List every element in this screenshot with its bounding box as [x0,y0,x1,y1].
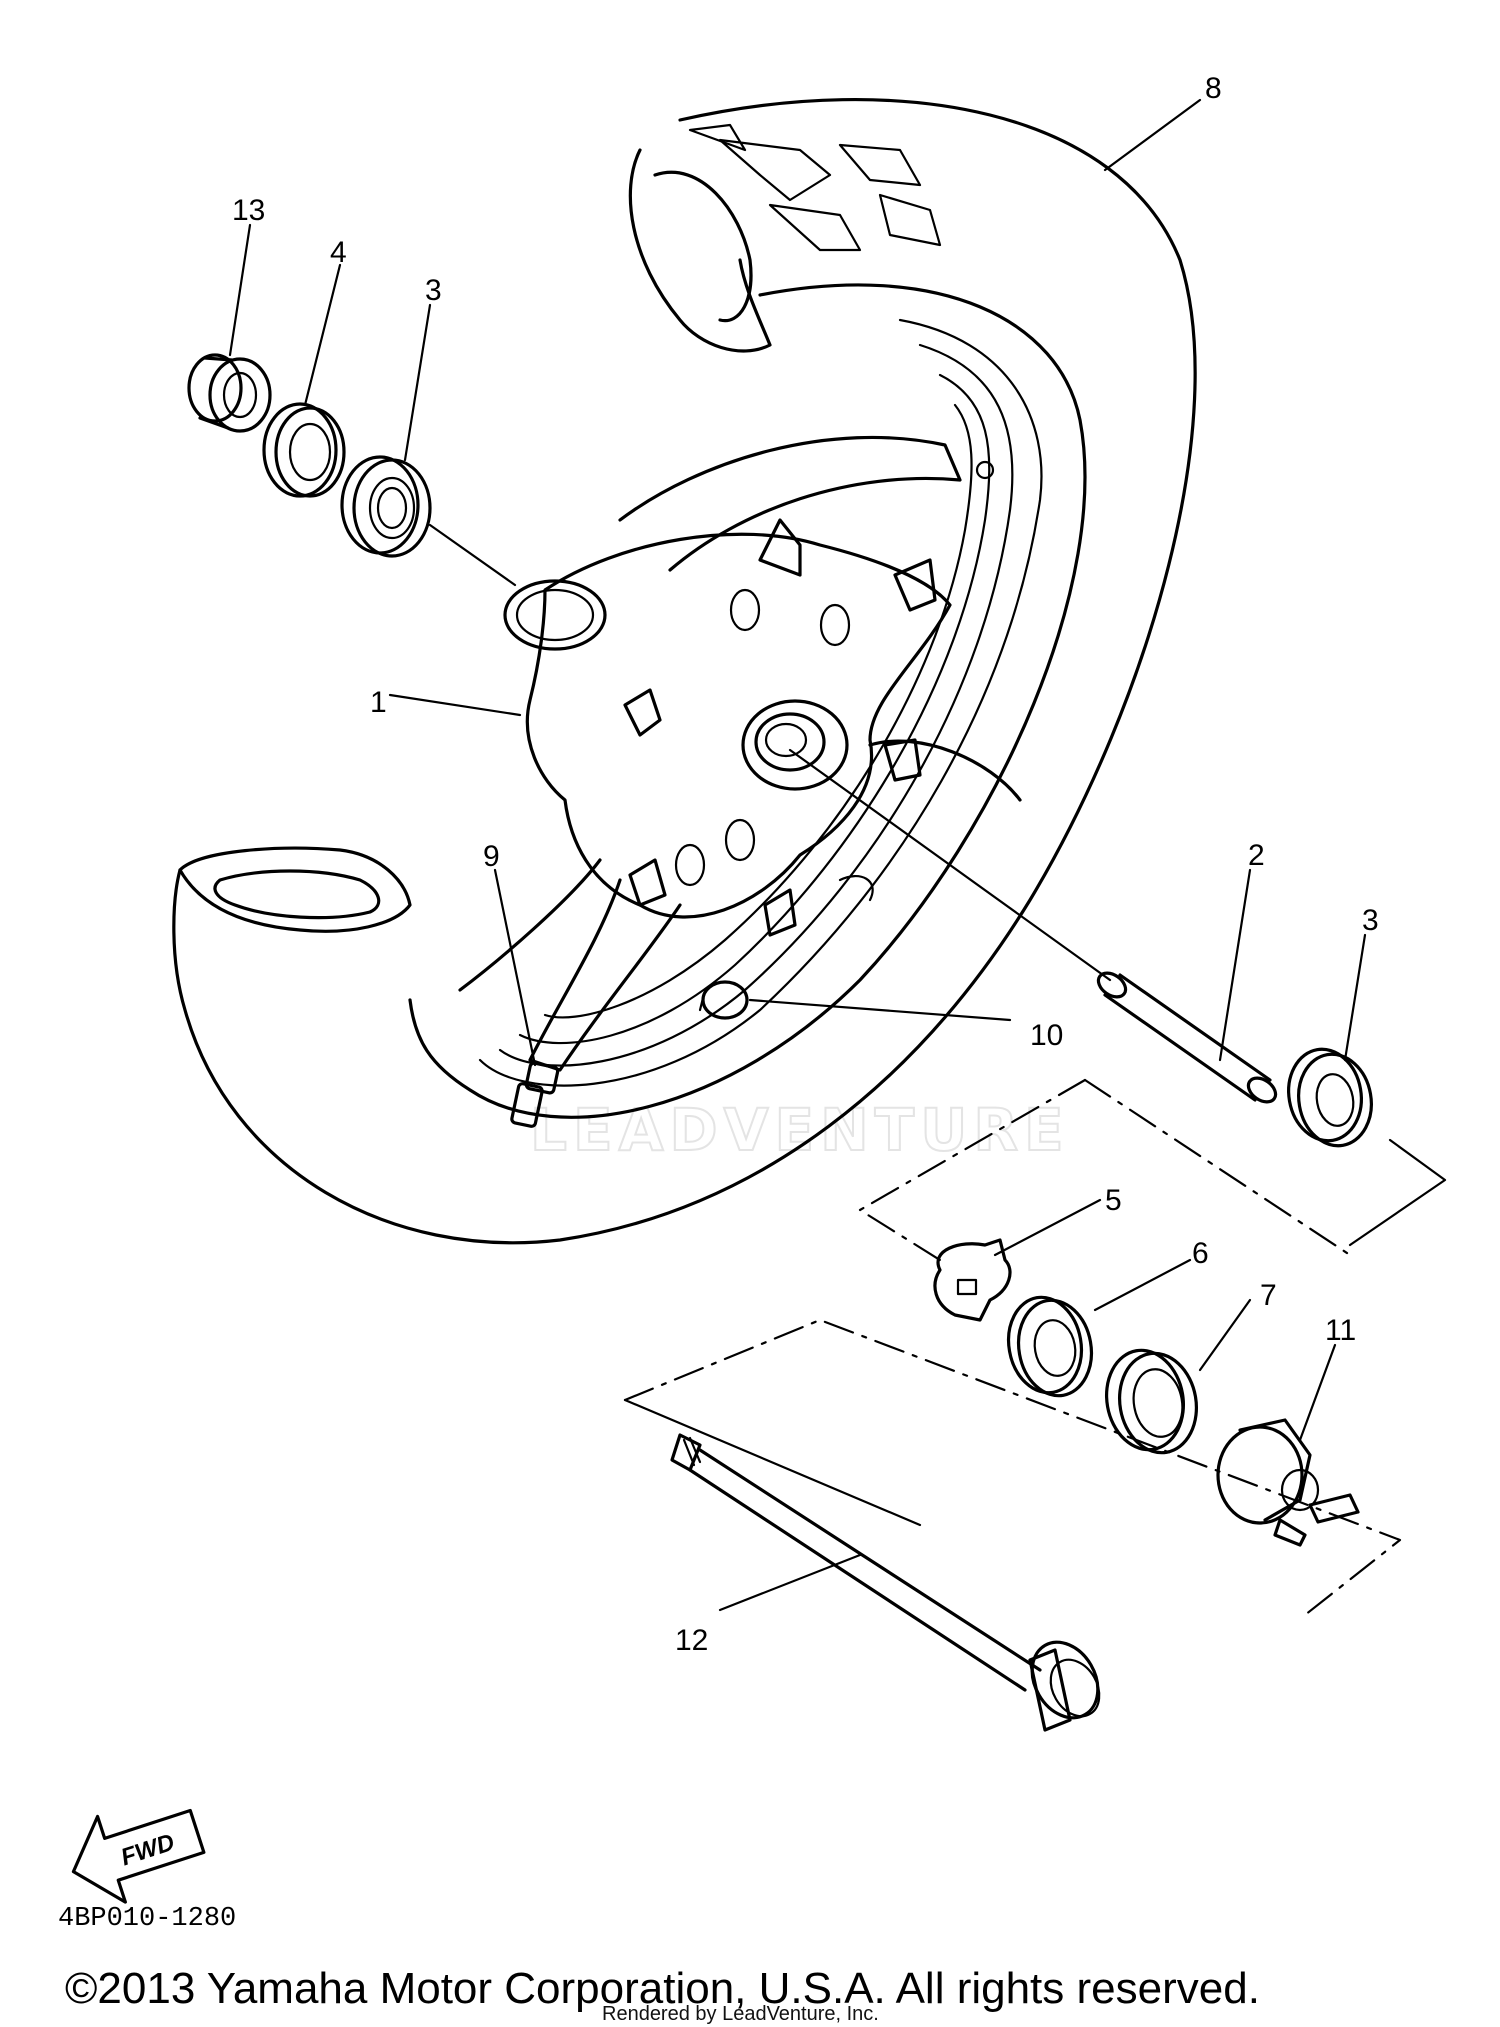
oil-seal-part-4 [262,402,346,498]
rendered-by-credit: Rendered by LeadVenture, Inc. [602,2003,879,2025]
callout-4: 4 [330,236,347,269]
callout-10: 10 [1030,1019,1063,1052]
fwd-arrow: FWD [71,1808,206,1904]
callout-13: 13 [232,194,265,227]
callout-7: 7 [1260,1279,1277,1312]
hub-to-spacer-leader [788,748,1112,982]
balance-weight-part-10 [698,980,749,1020]
watermark-text: LEADVENTURE [530,1096,1070,1164]
callout-8: 8 [1205,72,1222,105]
callout-2: 2 [1248,839,1265,872]
collar-part-13 [187,353,272,433]
bearing-part-3-left [340,455,432,558]
collar-part-7 [1104,1348,1199,1455]
valve-part-9 [510,1061,560,1128]
callout-6: 6 [1192,1237,1209,1270]
callout-9: 9 [483,840,500,873]
callout-1: 1 [370,686,387,719]
gear-unit-part-11 [1216,1418,1360,1547]
assembly-outline-upper [858,1078,1447,1262]
axle-part-12 [670,1433,1101,1732]
callout-labels: 8 13 4 3 1 9 10 2 3 5 6 7 11 12 [232,72,1379,1657]
callout-3-left: 3 [425,274,442,307]
diagram-code: 4BP010-1280 [58,1904,236,1934]
bearing-to-hub-leader [428,523,517,587]
bearing-part-3-right [1287,1047,1373,1148]
callout-5: 5 [1105,1184,1122,1217]
copyright-notice: ©2013 Yamaha Motor Corporation, U.S.A. A… [65,1964,1260,2013]
callout-12: 12 [675,1624,708,1657]
callout-3-right: 3 [1362,904,1379,937]
meter-clutch-part-5 [933,1238,1012,1322]
callout-leaders [228,98,1367,1612]
oil-seal-part-6 [1006,1295,1094,1398]
wheel-hub-part-1 [458,435,1022,1072]
callout-11: 11 [1325,1314,1356,1347]
assembly-outline-lower [623,1318,1402,1617]
tire-part-8 [172,98,1197,1245]
spacer-part-2 [1096,971,1278,1104]
